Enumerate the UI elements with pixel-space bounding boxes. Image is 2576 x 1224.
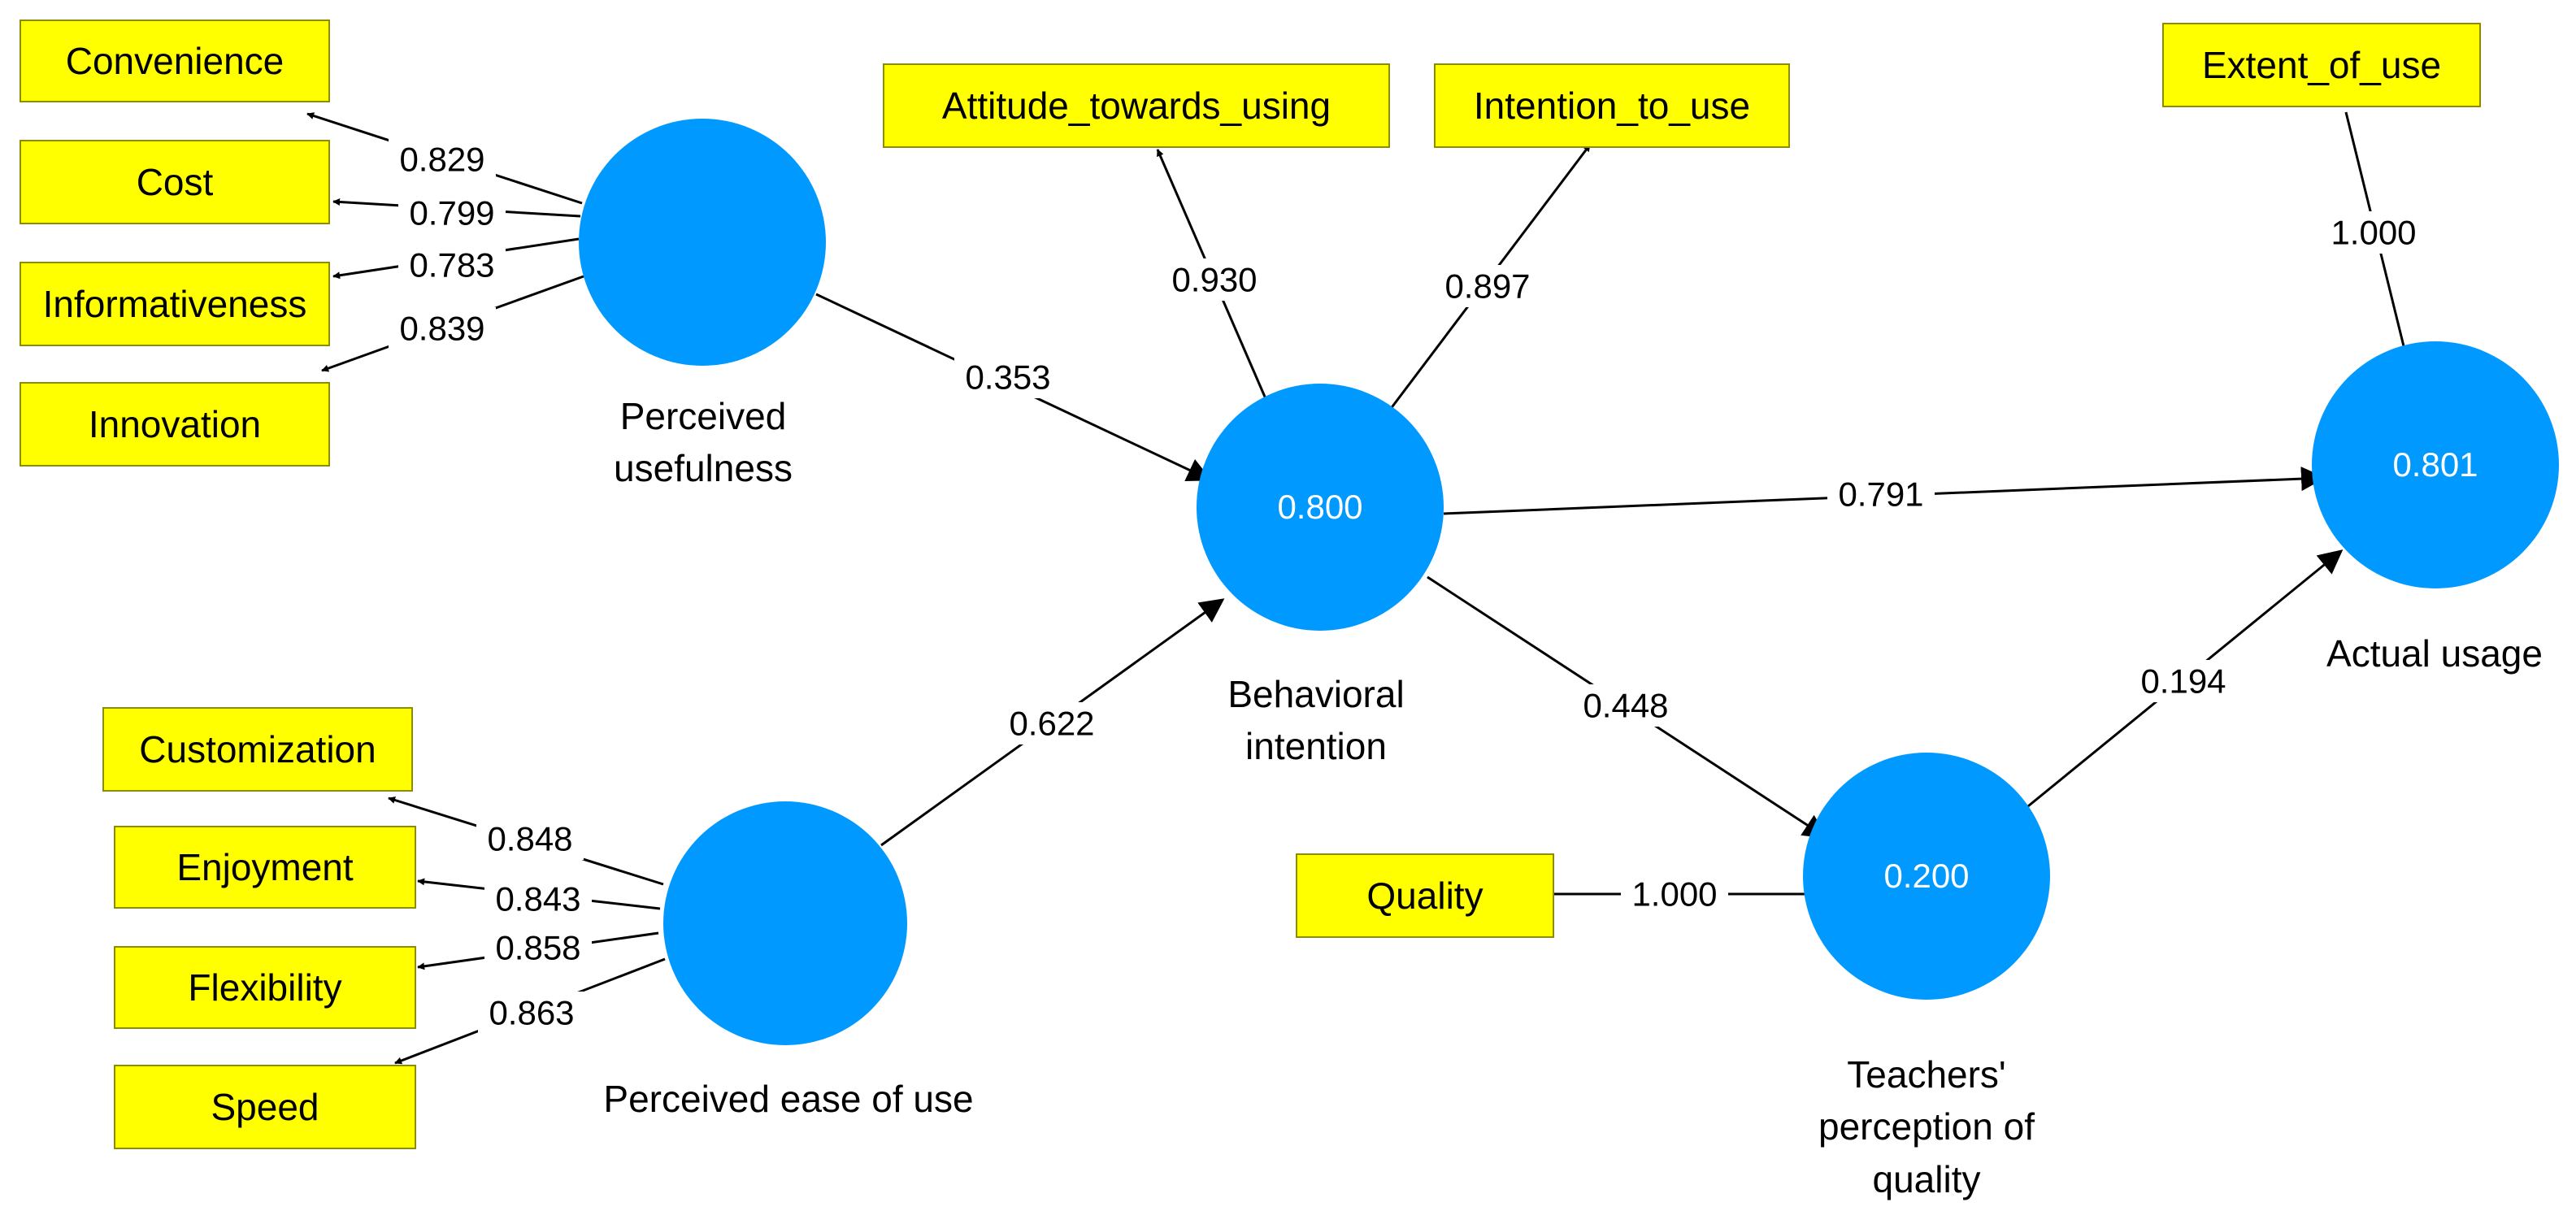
loading-convenience-label-bg <box>389 138 496 180</box>
path-bi-tpq-label-bg <box>1572 684 1679 727</box>
indicator-flexibility: Flexibility <box>114 946 416 1029</box>
path-tpq-au-label-bg <box>2130 660 2237 702</box>
indicator-customization: Customization <box>102 707 413 792</box>
loading-extent-label-bg <box>2320 211 2427 254</box>
path-peou-bi-label-bg <box>998 702 1106 744</box>
loading-attitude-label-bg <box>1161 258 1268 301</box>
loading-attitude-label: 0.930 <box>1171 261 1257 299</box>
loading-quality-label-bg <box>1621 873 1728 915</box>
path-bi-au-label: 0.791 <box>1838 475 1923 514</box>
construct-behavioral-intention: 0.800 <box>1197 384 1444 631</box>
loading-quality-label: 1.000 <box>1631 875 1717 914</box>
path-pu-bi-label: 0.353 <box>965 358 1050 397</box>
indicator-convenience: Convenience <box>20 20 330 102</box>
indicator-enjoyment: Enjoyment <box>114 826 416 909</box>
construct-teachers-perception: 0.200 <box>1803 753 2050 1000</box>
loading-speed-label: 0.863 <box>489 994 574 1032</box>
loading-customization-label-bg <box>476 818 584 860</box>
loading-enjoyment-label: 0.843 <box>495 880 580 918</box>
loading-informativeness-label: 0.783 <box>409 246 494 284</box>
indicator-innovation: Innovation <box>20 382 330 467</box>
loading-innovation-label-bg <box>389 307 496 349</box>
path-tpq-au-label: 0.194 <box>2140 662 2226 701</box>
loading-intention-label-bg <box>1434 265 1541 307</box>
caption-teachers-perception: Teachers' perception of quality <box>1818 1053 2035 1200</box>
loading-cost-label-bg <box>398 192 506 234</box>
path-bi-tpq-label: 0.448 <box>1583 687 1668 725</box>
loading-speed-label-bg <box>478 992 585 1034</box>
caption-perceived-usefulness: Perceived usefulness <box>614 395 793 490</box>
indicator-extent: Extent_of_use <box>2162 23 2481 107</box>
loading-informativeness-label-bg <box>398 244 506 286</box>
loading-extent-label: 1.000 <box>2331 214 2416 252</box>
loading-innovation-label: 0.839 <box>399 310 484 348</box>
loading-cost-label: 0.799 <box>409 194 494 232</box>
path-pu-bi-label-bg <box>954 356 1062 398</box>
loading-flexibility-label-bg <box>484 927 592 969</box>
construct-actual-usage: 0.801 <box>2312 341 2559 588</box>
edge-labels: 0.829 0.799 0.783 0.839 0.848 0.843 0.858 0.863… <box>389 138 2427 1034</box>
loading-customization-label: 0.848 <box>487 820 572 858</box>
loading-convenience-label: 0.829 <box>399 141 484 179</box>
loading-enjoyment-label-bg <box>484 878 592 920</box>
construct-perceived-usefulness <box>579 119 826 366</box>
indicator-cost: Cost <box>20 140 330 224</box>
caption-behavioral-intention: Behavioral intention <box>1227 673 1405 768</box>
indicator-intention: Intention_to_use <box>1434 63 1790 148</box>
loading-flexibility-label: 0.858 <box>495 929 580 967</box>
caption-actual-usage: Actual usage <box>2326 632 2543 675</box>
construct-perceived-ease-of-use <box>663 801 907 1045</box>
indicator-attitude: Attitude_towards_using <box>883 63 1390 148</box>
indicator-speed: Speed <box>114 1065 416 1149</box>
path-peou-bi-label: 0.622 <box>1009 705 1094 743</box>
path-bi-au-label-bg <box>1827 473 1935 515</box>
loading-intention-label: 0.897 <box>1444 267 1530 306</box>
indicator-informativeness: Informativeness <box>20 262 330 346</box>
indicator-quality: Quality <box>1296 853 1554 938</box>
caption-perceived-ease-of-use: Perceived ease of use <box>603 1078 974 1120</box>
